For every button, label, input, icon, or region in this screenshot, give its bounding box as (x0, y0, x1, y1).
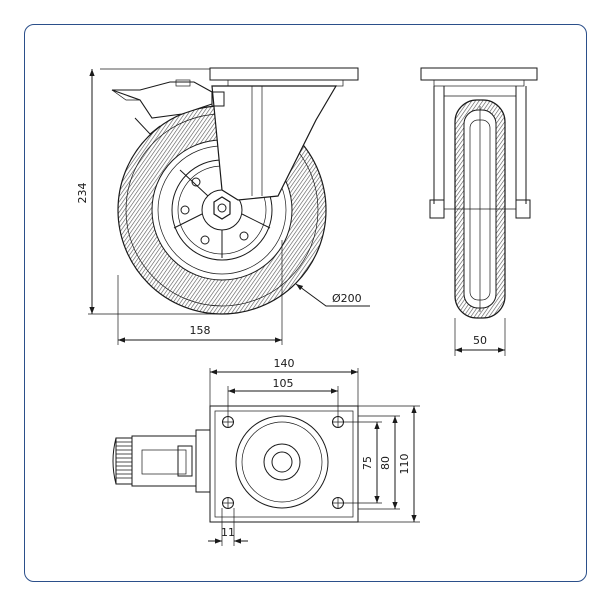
swivel-bearing (227, 79, 344, 87)
front-top-plate (420, 67, 538, 81)
hole-diameter-dimension: 11 (221, 526, 235, 539)
plate-height-dimension: 110 (398, 454, 411, 475)
front-view: 50 (420, 67, 538, 356)
axle-nut-left (429, 199, 445, 219)
brake-lever (111, 79, 225, 135)
plate-outline (209, 405, 359, 523)
plate-width-dimension: 140 (274, 357, 295, 370)
width-dimension: 50 (473, 334, 487, 347)
top-plate (209, 67, 359, 81)
top-view: 140 105 75 80 110 11 (112, 357, 420, 546)
height-dimension: 234 (76, 183, 89, 204)
plate-inner-dimension: 80 (379, 456, 392, 470)
hole-spacing-y-dimension: 75 (361, 456, 374, 470)
mounting-holes (222, 416, 344, 509)
front-fork-legs (433, 86, 527, 204)
diameter-dimension: Ø200 (332, 292, 362, 305)
axle-nut (213, 196, 231, 220)
side-view: 234 158 Ø200 (76, 67, 370, 345)
offset-dimension: 158 (190, 324, 211, 337)
swivel-fork (211, 85, 338, 201)
axle-nut-right (515, 199, 531, 219)
hole-spacing-x-dimension: 105 (273, 377, 294, 390)
swivel-ring (235, 415, 329, 509)
brake-top (112, 429, 211, 493)
